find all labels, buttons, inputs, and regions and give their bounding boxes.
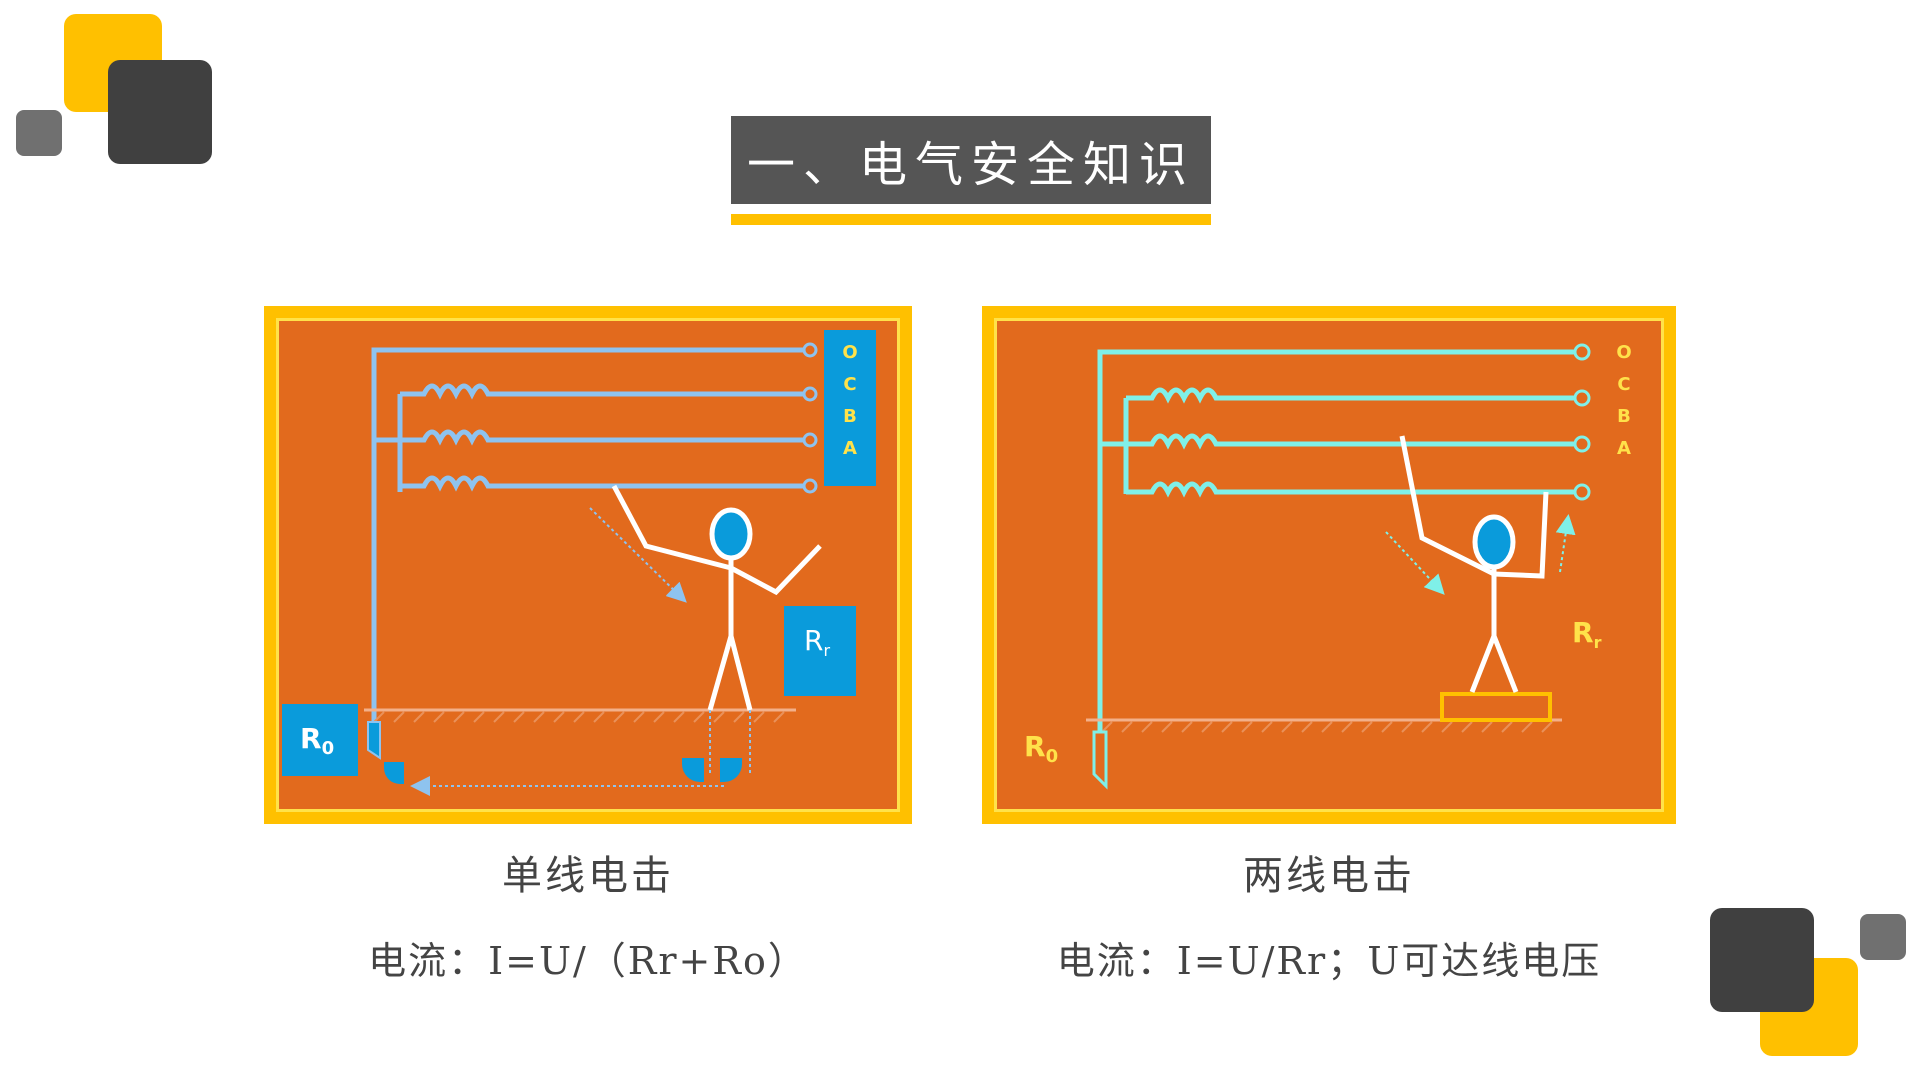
phase-bus: [1100, 398, 1129, 494]
terminal-a: [802, 478, 818, 494]
phase-label-b: B: [843, 406, 857, 427]
current-path-body: [1385, 531, 1445, 595]
diagram-two-wire-shock: O C B A Rr R0: [982, 306, 1676, 824]
person-head: [709, 507, 753, 561]
circuit-diagram: O C B A Rr R0: [1024, 342, 1632, 790]
decor-square-gray-top: [16, 110, 62, 156]
phase-wire-b: [400, 429, 810, 446]
phase-label-c: C: [1617, 374, 1630, 395]
foot-electrode-right: [720, 758, 742, 782]
ground-electrode-tip: [384, 762, 404, 784]
neutral-wire: [1097, 349, 1582, 740]
neutral-wire: [371, 347, 810, 738]
decor-square-dark-top: [108, 60, 212, 164]
phase-bus: [374, 394, 403, 492]
ground-hatch: [1101, 721, 1553, 733]
ground-electrode: [1092, 730, 1108, 790]
terminal-b: [1573, 435, 1591, 453]
foot-electrode-left: [682, 758, 704, 782]
terminal-b: [802, 432, 818, 448]
body-resistance-label: Rr: [1572, 616, 1602, 652]
phase-label-a: A: [1617, 438, 1631, 459]
terminal-o: [1573, 343, 1591, 361]
diagram-single-wire-shock: O C B A Rr R0: [264, 306, 912, 824]
phase-label-box: [824, 330, 876, 486]
person-body: [1399, 435, 1549, 693]
phase-wire-b: [1126, 433, 1582, 450]
ground-resistance-label: R0: [1024, 730, 1058, 767]
terminal-a: [1573, 483, 1591, 501]
phase-label-o: O: [842, 342, 857, 363]
terminal-c: [802, 386, 818, 402]
phase-wire-c: [1126, 387, 1582, 404]
terminal-o: [802, 342, 818, 358]
current-path-up: [1555, 514, 1576, 573]
body-resistance-box: [784, 606, 856, 696]
current-path-body: [589, 507, 687, 603]
person-body: [611, 484, 822, 711]
insulating-stand: [1440, 692, 1552, 722]
phase-wire-a: [400, 475, 810, 492]
ground-hatch: [373, 711, 785, 723]
body-resistance-label: Rr: [804, 624, 830, 660]
title-underline: [731, 214, 1211, 225]
phase-label-a: A: [843, 438, 857, 459]
ground-resistance-box: [282, 704, 358, 776]
ground-resistance-label: R0: [300, 722, 334, 759]
formula-two-wire: 电流：I=U/Rr；U可达线电压: [1056, 939, 1602, 983]
formula-single-wire: 电流：I=U/（Rr+Ro）: [368, 939, 808, 983]
phase-wire-a: [1126, 481, 1582, 498]
decor-square-gray-bottom: [1860, 914, 1906, 960]
person-head: [1472, 514, 1516, 570]
page-title: 一、电气安全知识: [731, 116, 1211, 204]
caption-two-wire: 两线电击: [1243, 853, 1415, 899]
phase-label-o: O: [1616, 342, 1631, 363]
current-path-down: [709, 710, 751, 776]
ground-electrode: [367, 721, 381, 760]
phase-label-c: C: [843, 374, 856, 395]
terminal-c: [1573, 389, 1591, 407]
phase-label-b: B: [1617, 406, 1631, 427]
decor-square-dark-bottom: [1710, 908, 1814, 1012]
phase-wire-c: [400, 383, 810, 400]
caption-single-wire: 单线电击: [502, 853, 674, 899]
circuit-diagram: O C B A Rr R0: [282, 330, 876, 796]
